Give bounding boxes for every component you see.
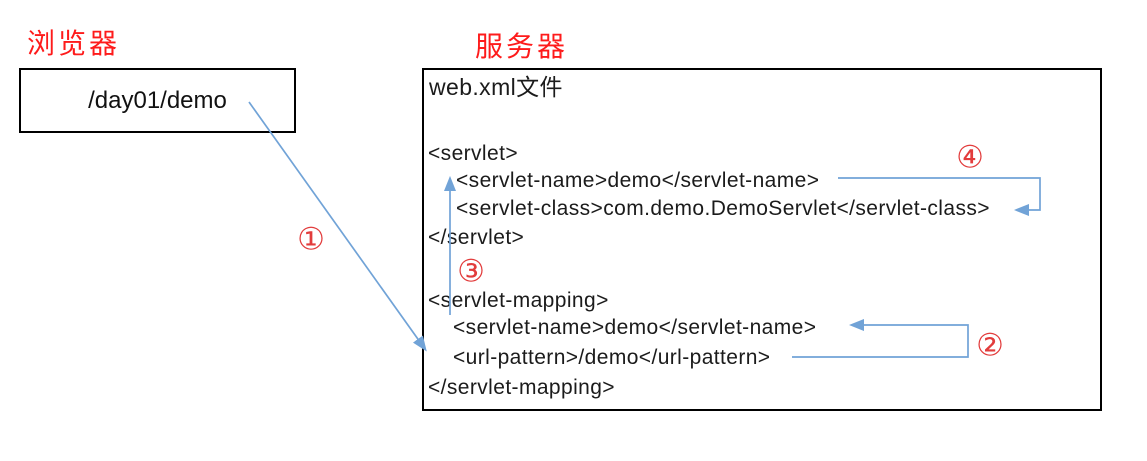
step-4-badge: ④: [956, 139, 984, 176]
step-2-badge: ②: [976, 327, 1004, 364]
server-section-title: 服务器: [475, 30, 569, 63]
xml-line-mapping-close: </servlet-mapping>: [428, 376, 615, 399]
xml-line-servlet-open: <servlet>: [428, 142, 518, 165]
server-webxml-box: [422, 68, 1102, 411]
step-3-badge: ③: [457, 253, 485, 290]
browser-request-box: /day01/demo: [19, 68, 296, 133]
request-path-text: /day01/demo: [88, 86, 227, 114]
arrow-step-1-request: [248, 101, 427, 352]
xml-line-servlet-close: </servlet>: [428, 226, 525, 249]
xml-line-mapping-servlet-name: <servlet-name>demo</servlet-name>: [453, 316, 817, 339]
xml-line-servlet-class: <servlet-class>com.demo.DemoServlet</ser…: [456, 197, 990, 220]
step-1-badge: ①: [297, 221, 325, 258]
webxml-file-label: web.xml文件: [429, 74, 563, 100]
xml-line-url-pattern: <url-pattern>/demo</url-pattern>: [453, 346, 771, 369]
browser-section-title: 浏览器: [27, 27, 121, 60]
xml-line-mapping-open: <servlet-mapping>: [428, 289, 609, 312]
xml-line-servlet-name: <servlet-name>demo</servlet-name>: [456, 169, 820, 192]
